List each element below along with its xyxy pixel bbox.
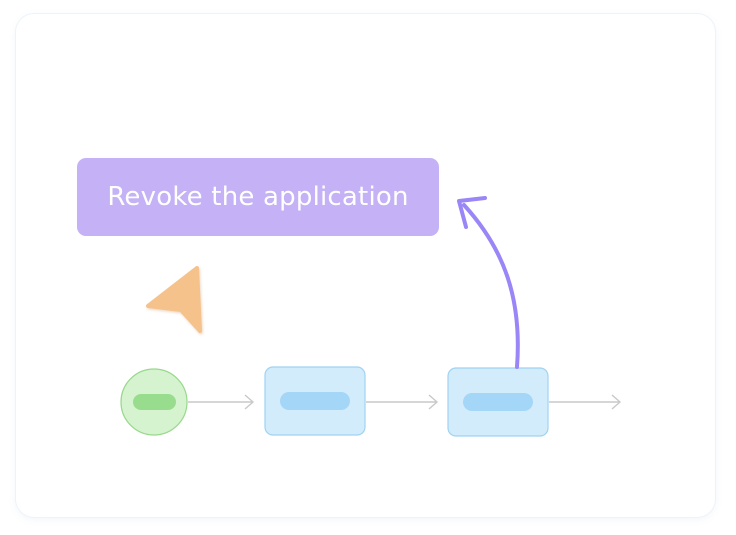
connector-3 <box>549 394 622 410</box>
flow-node-step-2 <box>447 367 549 437</box>
connector-1 <box>188 394 255 410</box>
diagram-card <box>16 14 715 517</box>
flow-node-start <box>120 368 188 436</box>
connector-2 <box>366 394 439 410</box>
cursor-arrow-icon <box>146 266 202 333</box>
revoke-callout: Revoke the application <box>77 158 439 236</box>
revoke-arrow <box>457 196 520 369</box>
flow-node-step-1 <box>264 366 366 436</box>
callout-label: Revoke the application <box>107 182 409 212</box>
